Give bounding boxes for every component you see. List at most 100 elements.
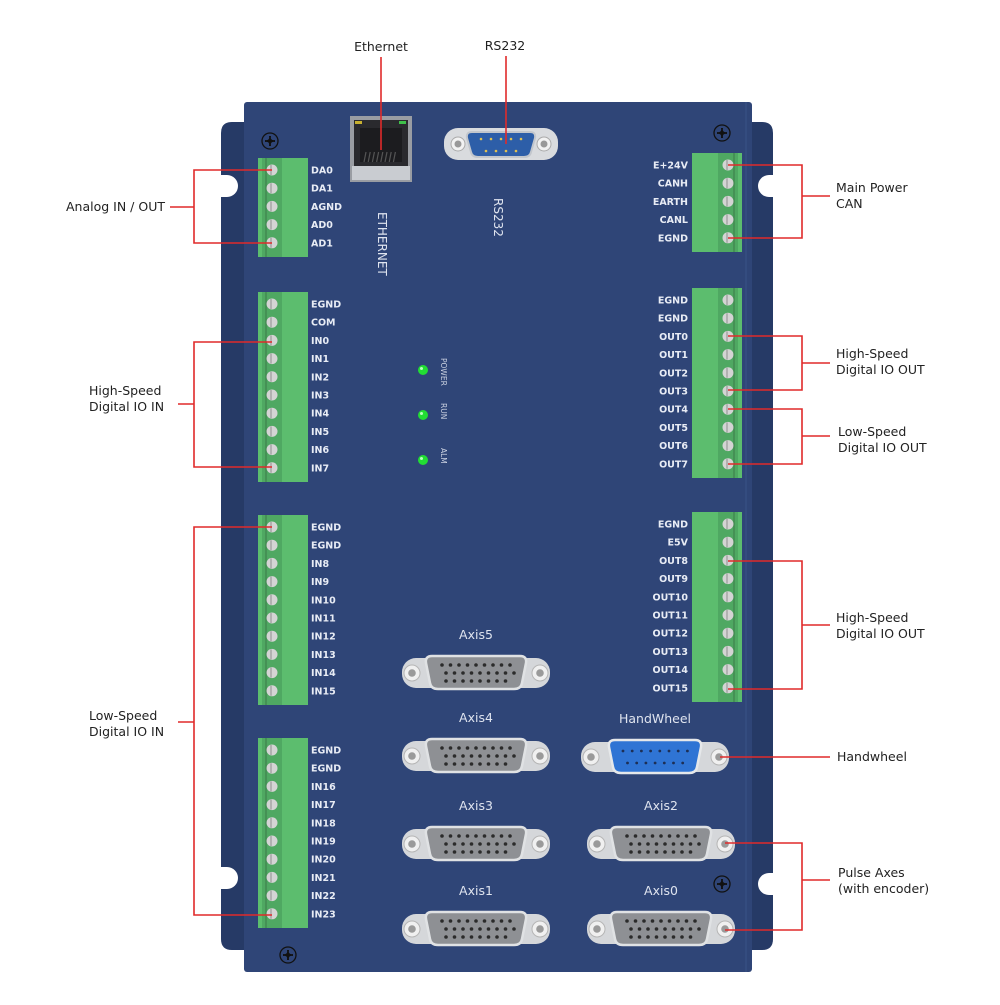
terminal-pin-in4: IN4	[266, 407, 329, 420]
terminal-pin-out12: OUT12	[653, 627, 734, 640]
callout-line-hs-out-a	[728, 335, 830, 391]
terminal-pin-in6: IN6	[266, 444, 329, 456]
pin-label: IN17	[311, 800, 336, 811]
pin-label: OUT5	[659, 423, 688, 434]
led-alm: ALM	[418, 448, 448, 465]
pin-label: EGND	[311, 523, 341, 534]
terminal-pin-in10: IN10	[266, 594, 336, 606]
rs232-port[interactable]	[444, 128, 558, 160]
pin-label: OUT6	[659, 441, 688, 452]
terminal-pin-in9: IN9	[266, 576, 329, 588]
callout-line-hs-in	[178, 341, 272, 468]
terminal-pin-out9: OUT9	[659, 573, 734, 585]
screw-icon	[279, 946, 297, 964]
pin-label: IN15	[311, 686, 336, 697]
led-run: RUN	[418, 403, 448, 420]
axis2-connector[interactable]	[587, 825, 735, 862]
pin-label: OUT11	[653, 611, 689, 622]
terminal-pin-da1: DA1	[266, 182, 333, 195]
axis0-connector[interactable]	[587, 910, 735, 947]
callout-line-ls-in	[178, 526, 272, 916]
pin-label: IN20	[311, 855, 336, 866]
terminal-pin-com: COM	[266, 316, 336, 329]
pin-label: OUT2	[659, 368, 688, 379]
pin-label: IN6	[311, 445, 329, 456]
callout-analog-in-out: Analog IN / OUT	[66, 199, 165, 215]
terminal-pin-agnd: AGND	[266, 200, 342, 213]
pin-label: OUT4	[659, 405, 688, 416]
callout-hs-digital-out-a: High-Speed Digital IO OUT	[836, 346, 925, 378]
callout-hs-out-a-line2: Digital IO OUT	[836, 362, 925, 377]
terminal-pin-in0: IN0	[266, 334, 329, 347]
axis1-connector[interactable]	[402, 910, 550, 947]
pin-label: COM	[311, 318, 336, 329]
pin-label: IN13	[311, 650, 336, 661]
callout-line-main-power	[728, 164, 830, 239]
callout-ls-digital-in: Low-Speed Digital IO IN	[89, 708, 164, 740]
terminal-pin-in12: IN12	[266, 630, 336, 643]
callout-ls-out-line1: Low-Speed	[838, 424, 907, 439]
led-label: POWER	[439, 358, 448, 386]
handwheel-connector[interactable]	[581, 738, 729, 775]
callout-line-analog	[170, 169, 272, 244]
pin-label: IN19	[311, 837, 336, 848]
terminal-pin-in21: IN21	[266, 871, 336, 884]
axis0-label: Axis0	[644, 883, 678, 898]
pin-label: CANL	[660, 215, 688, 226]
axis1-label: Axis1	[459, 883, 493, 898]
callout-hs-out-b-line2: Digital IO OUT	[836, 626, 925, 641]
callout-pulse-line1: Pulse Axes	[838, 865, 905, 880]
rs232-vertical-label: RS232	[491, 198, 505, 237]
terminal-block-out-b: EGNDE5VOUT8OUT9OUT10OUT11OUT12OUT13OUT14…	[653, 512, 742, 702]
callout-ls-out-line2: Digital IO OUT	[838, 440, 927, 455]
callout-hs-in-line1: High-Speed	[89, 383, 162, 398]
terminal-pin-egnd: EGND	[266, 744, 341, 757]
pin-label: IN10	[311, 595, 336, 606]
pin-label: AGND	[311, 202, 342, 213]
callout-hs-digital-in: High-Speed Digital IO IN	[89, 383, 164, 415]
callout-pulse-line2: (with encoder)	[838, 881, 930, 896]
terminal-pin-out11: OUT11	[653, 609, 734, 622]
axis5-connector[interactable]	[402, 654, 550, 691]
terminal-pin-canl: CANL	[660, 214, 734, 226]
callout-main-power-line2: CAN	[836, 196, 863, 211]
terminal-pin-in11: IN11	[266, 612, 336, 625]
terminal-pin-out1: OUT1	[659, 349, 734, 361]
pin-label: IN16	[311, 782, 336, 793]
terminal-pin-egnd: EGND	[266, 762, 341, 775]
pin-label: EGND	[311, 541, 341, 552]
axis3-label: Axis3	[459, 798, 493, 813]
terminal-pin-in20: IN20	[266, 853, 336, 866]
terminal-pin-in1: IN1	[266, 353, 329, 365]
axis3-connector[interactable]	[402, 825, 550, 862]
terminal-pin-in19: IN19	[266, 835, 336, 848]
callout-ls-in-line1: Low-Speed	[89, 708, 158, 723]
pin-label: IN12	[311, 632, 336, 643]
axis4-label: Axis4	[459, 710, 493, 725]
pin-label: OUT10	[653, 592, 689, 603]
pin-label: E5V	[668, 538, 689, 549]
pin-label: IN14	[311, 668, 336, 679]
terminal-pin-out13: OUT13	[653, 645, 734, 658]
pin-label: IN3	[311, 391, 329, 402]
led-power: POWER	[418, 358, 448, 386]
pin-label: OUT3	[659, 387, 688, 398]
pin-label: IN22	[311, 891, 336, 902]
pin-label: EGND	[658, 296, 688, 307]
rs232-top-label: RS232	[485, 38, 525, 53]
terminal-pin-out3: OUT3	[659, 385, 734, 398]
callout-handwheel: Handwheel	[837, 749, 907, 765]
terminal-pin-egnd: EGND	[658, 518, 734, 531]
pin-label: EARTH	[653, 197, 688, 208]
pin-label: EGND	[658, 314, 688, 325]
pin-label: IN7	[311, 463, 329, 474]
pin-label: DA1	[311, 184, 333, 195]
axis4-connector[interactable]	[402, 737, 550, 774]
pin-label: IN11	[311, 614, 336, 625]
callout-handwheel-text: Handwheel	[837, 749, 907, 764]
pin-label: IN5	[311, 427, 329, 438]
terminal-pin-out15: OUT15	[653, 682, 734, 694]
